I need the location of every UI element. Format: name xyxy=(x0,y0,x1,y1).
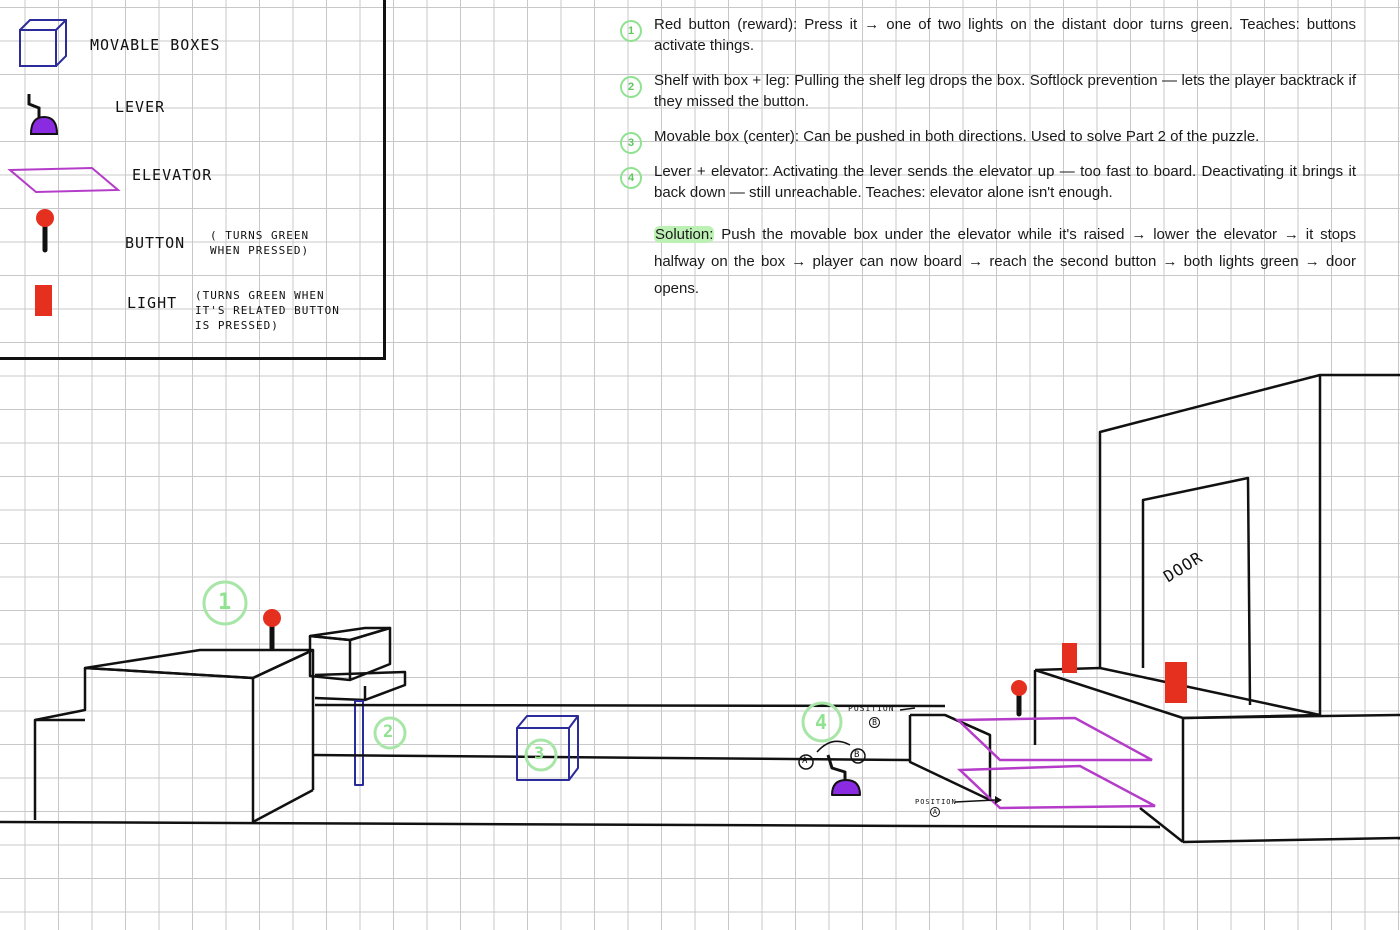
position-b-label: POSITION xyxy=(848,704,895,713)
elevator-icon xyxy=(7,166,121,194)
right-step-block xyxy=(908,713,992,802)
button-icon xyxy=(36,209,54,253)
door-light-right xyxy=(1165,662,1187,703)
marker-circle-3 xyxy=(524,738,558,772)
solution-body: Push the movable box under the elevator … xyxy=(654,226,1356,297)
elevator-platforms xyxy=(954,716,1156,810)
left-platform xyxy=(33,648,315,824)
note-4: 4 Lever + elevator: Activating the lever… xyxy=(620,161,1356,203)
marker-circle-4 xyxy=(801,701,843,743)
position-b-arrow xyxy=(899,707,916,711)
lever-state-b-label: B xyxy=(854,750,860,760)
legend-label-button: BUTTON xyxy=(125,234,186,252)
ground-line xyxy=(0,820,1161,829)
door-structure xyxy=(1098,373,1400,715)
note-number-badge: 3 xyxy=(620,132,642,154)
elevator-lower xyxy=(956,764,1156,810)
solution-label: Solution: xyxy=(654,226,715,243)
corridor-top-line xyxy=(314,703,946,708)
marker-circle-1 xyxy=(202,580,248,626)
elevator-upper xyxy=(954,716,1153,762)
note-number-badge: 4 xyxy=(620,167,642,189)
legend-panel: MOVABLE BOXES LEVER ELEVATOR BUTTON ( TU… xyxy=(0,0,386,360)
position-b-marker: B xyxy=(869,717,880,728)
marker-circle-2 xyxy=(373,716,407,750)
door-light-left xyxy=(1062,643,1077,673)
corridor-bottom-line xyxy=(312,753,911,762)
note-number-badge: 1 xyxy=(620,20,642,42)
solution-text: Solution: Push the movable box under the… xyxy=(654,221,1356,302)
position-a-label: POSITION xyxy=(915,798,957,806)
note-text: Lever + elevator: Activating the lever s… xyxy=(654,163,1356,201)
shelf-leg xyxy=(354,700,364,786)
shelf-with-box xyxy=(308,626,407,702)
scene-button-left xyxy=(263,609,281,651)
design-notes: 1 Red button (reward): Press it → one of… xyxy=(620,14,1356,302)
scene-marker-2: 2 xyxy=(383,722,395,742)
note-text: Red button (reward): Press it → one of t… xyxy=(654,16,1356,54)
note-3: 3 Movable box (center): Can be pushed in… xyxy=(620,126,1356,154)
lever-icon xyxy=(27,94,59,135)
lever-state-a-circle xyxy=(798,754,814,770)
note-number-badge: 2 xyxy=(620,76,642,98)
position-a-arrowhead xyxy=(995,796,1002,804)
movable-box-center xyxy=(516,715,579,781)
solution-block: Solution: Push the movable box under the… xyxy=(620,221,1356,302)
legend-note-light: (TURNS GREEN WHEN IT'S RELATED BUTTON IS… xyxy=(195,289,340,332)
legend-label-movable-boxes: MOVABLE BOXES xyxy=(90,36,221,54)
legend-label-elevator: ELEVATOR xyxy=(132,166,213,184)
note-2: 2 Shelf with box + leg: Pulling the shel… xyxy=(620,70,1356,112)
right-platform xyxy=(1033,666,1400,844)
lever-state-a-label: A xyxy=(802,756,808,766)
scene-marker-1: 1 xyxy=(218,590,233,615)
legend-label-lever: LEVER xyxy=(115,98,166,116)
scene-lever xyxy=(816,740,861,796)
scene-marker-3: 3 xyxy=(534,744,546,764)
lever-state-b-circle xyxy=(850,748,866,764)
note-text: Movable box (center): Can be pushed in b… xyxy=(654,128,1260,145)
note-text: Shelf with box + leg: Pulling the shelf … xyxy=(654,72,1356,110)
note-1: 1 Red button (reward): Press it → one of… xyxy=(620,14,1356,56)
legend-note-button: ( TURNS GREEN WHEN PRESSED) xyxy=(210,229,310,257)
legend-icons xyxy=(7,19,121,316)
position-a-arrow xyxy=(954,799,996,803)
scene-marker-4: 4 xyxy=(815,710,829,734)
scene-markers xyxy=(202,580,843,772)
cube-icon xyxy=(19,19,67,67)
scene-button-right xyxy=(1011,680,1027,717)
legend-label-light: LIGHT xyxy=(127,294,178,312)
light-icon xyxy=(35,285,52,316)
position-a-marker: A xyxy=(930,807,940,817)
